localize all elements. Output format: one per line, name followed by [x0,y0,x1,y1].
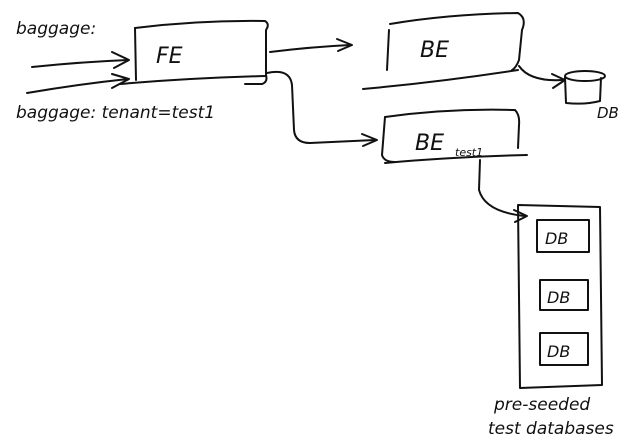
be-label: BE [420,38,449,63]
test-db-3-label: DB [547,342,570,361]
database-icon [564,70,606,105]
fe-label: FE [156,44,183,69]
be-test1-subscript: test1 [455,146,483,159]
incoming-request-arrow-tenant [26,73,130,94]
baggage-tenant-label: baggage: tenant=test1 [16,103,215,123]
be-test1-label: BE [415,131,444,156]
test-database-1 [536,219,590,253]
be-service-box [362,12,525,90]
fe-service-box [119,19,269,85]
test-db-2-label: DB [547,288,570,307]
preseeded-caption-line1: pre-seeded [493,395,590,415]
test-db-1-label: DB [545,229,568,248]
be-test1-to-db-pool-arrow [478,159,528,223]
db-main-label: DB [597,104,619,122]
fe-to-be-test1-arrow [266,70,378,147]
fe-to-be-arrow [269,38,353,53]
baggage-empty-label: baggage: [16,19,96,39]
test-database-3 [539,332,589,366]
test-database-pool [517,204,603,389]
be-test1-service-box [381,108,528,164]
preseeded-caption-line2: test databases [488,419,614,439]
incoming-request-arrow-plain [31,51,130,69]
be-to-db-arrow [518,65,566,89]
test-database-2 [539,279,589,311]
